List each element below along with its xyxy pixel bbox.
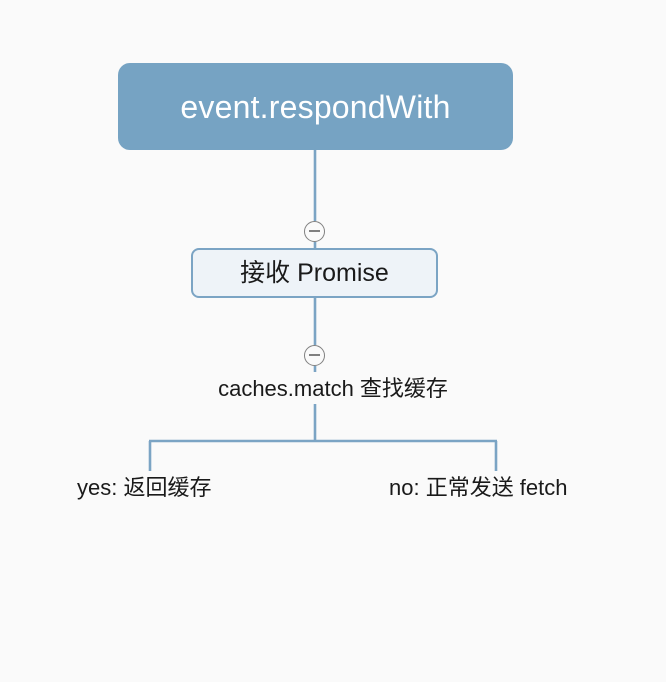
- node-no-send-fetch[interactable]: no: 正常发送 fetch: [389, 475, 568, 500]
- node-root-label: event.respondWith: [180, 88, 451, 125]
- node-promise-label: 接收 Promise: [240, 258, 389, 287]
- node-yes-return-cache[interactable]: yes: 返回缓存: [77, 475, 212, 500]
- node-event-respondwith[interactable]: event.respondWith: [118, 63, 513, 150]
- minus-circle-icon-caches[interactable]: [304, 345, 325, 366]
- node-caches-match[interactable]: caches.match 查找缓存: [218, 376, 448, 401]
- node-receive-promise[interactable]: 接收 Promise: [191, 248, 438, 298]
- minus-circle-icon-promise[interactable]: [304, 221, 325, 242]
